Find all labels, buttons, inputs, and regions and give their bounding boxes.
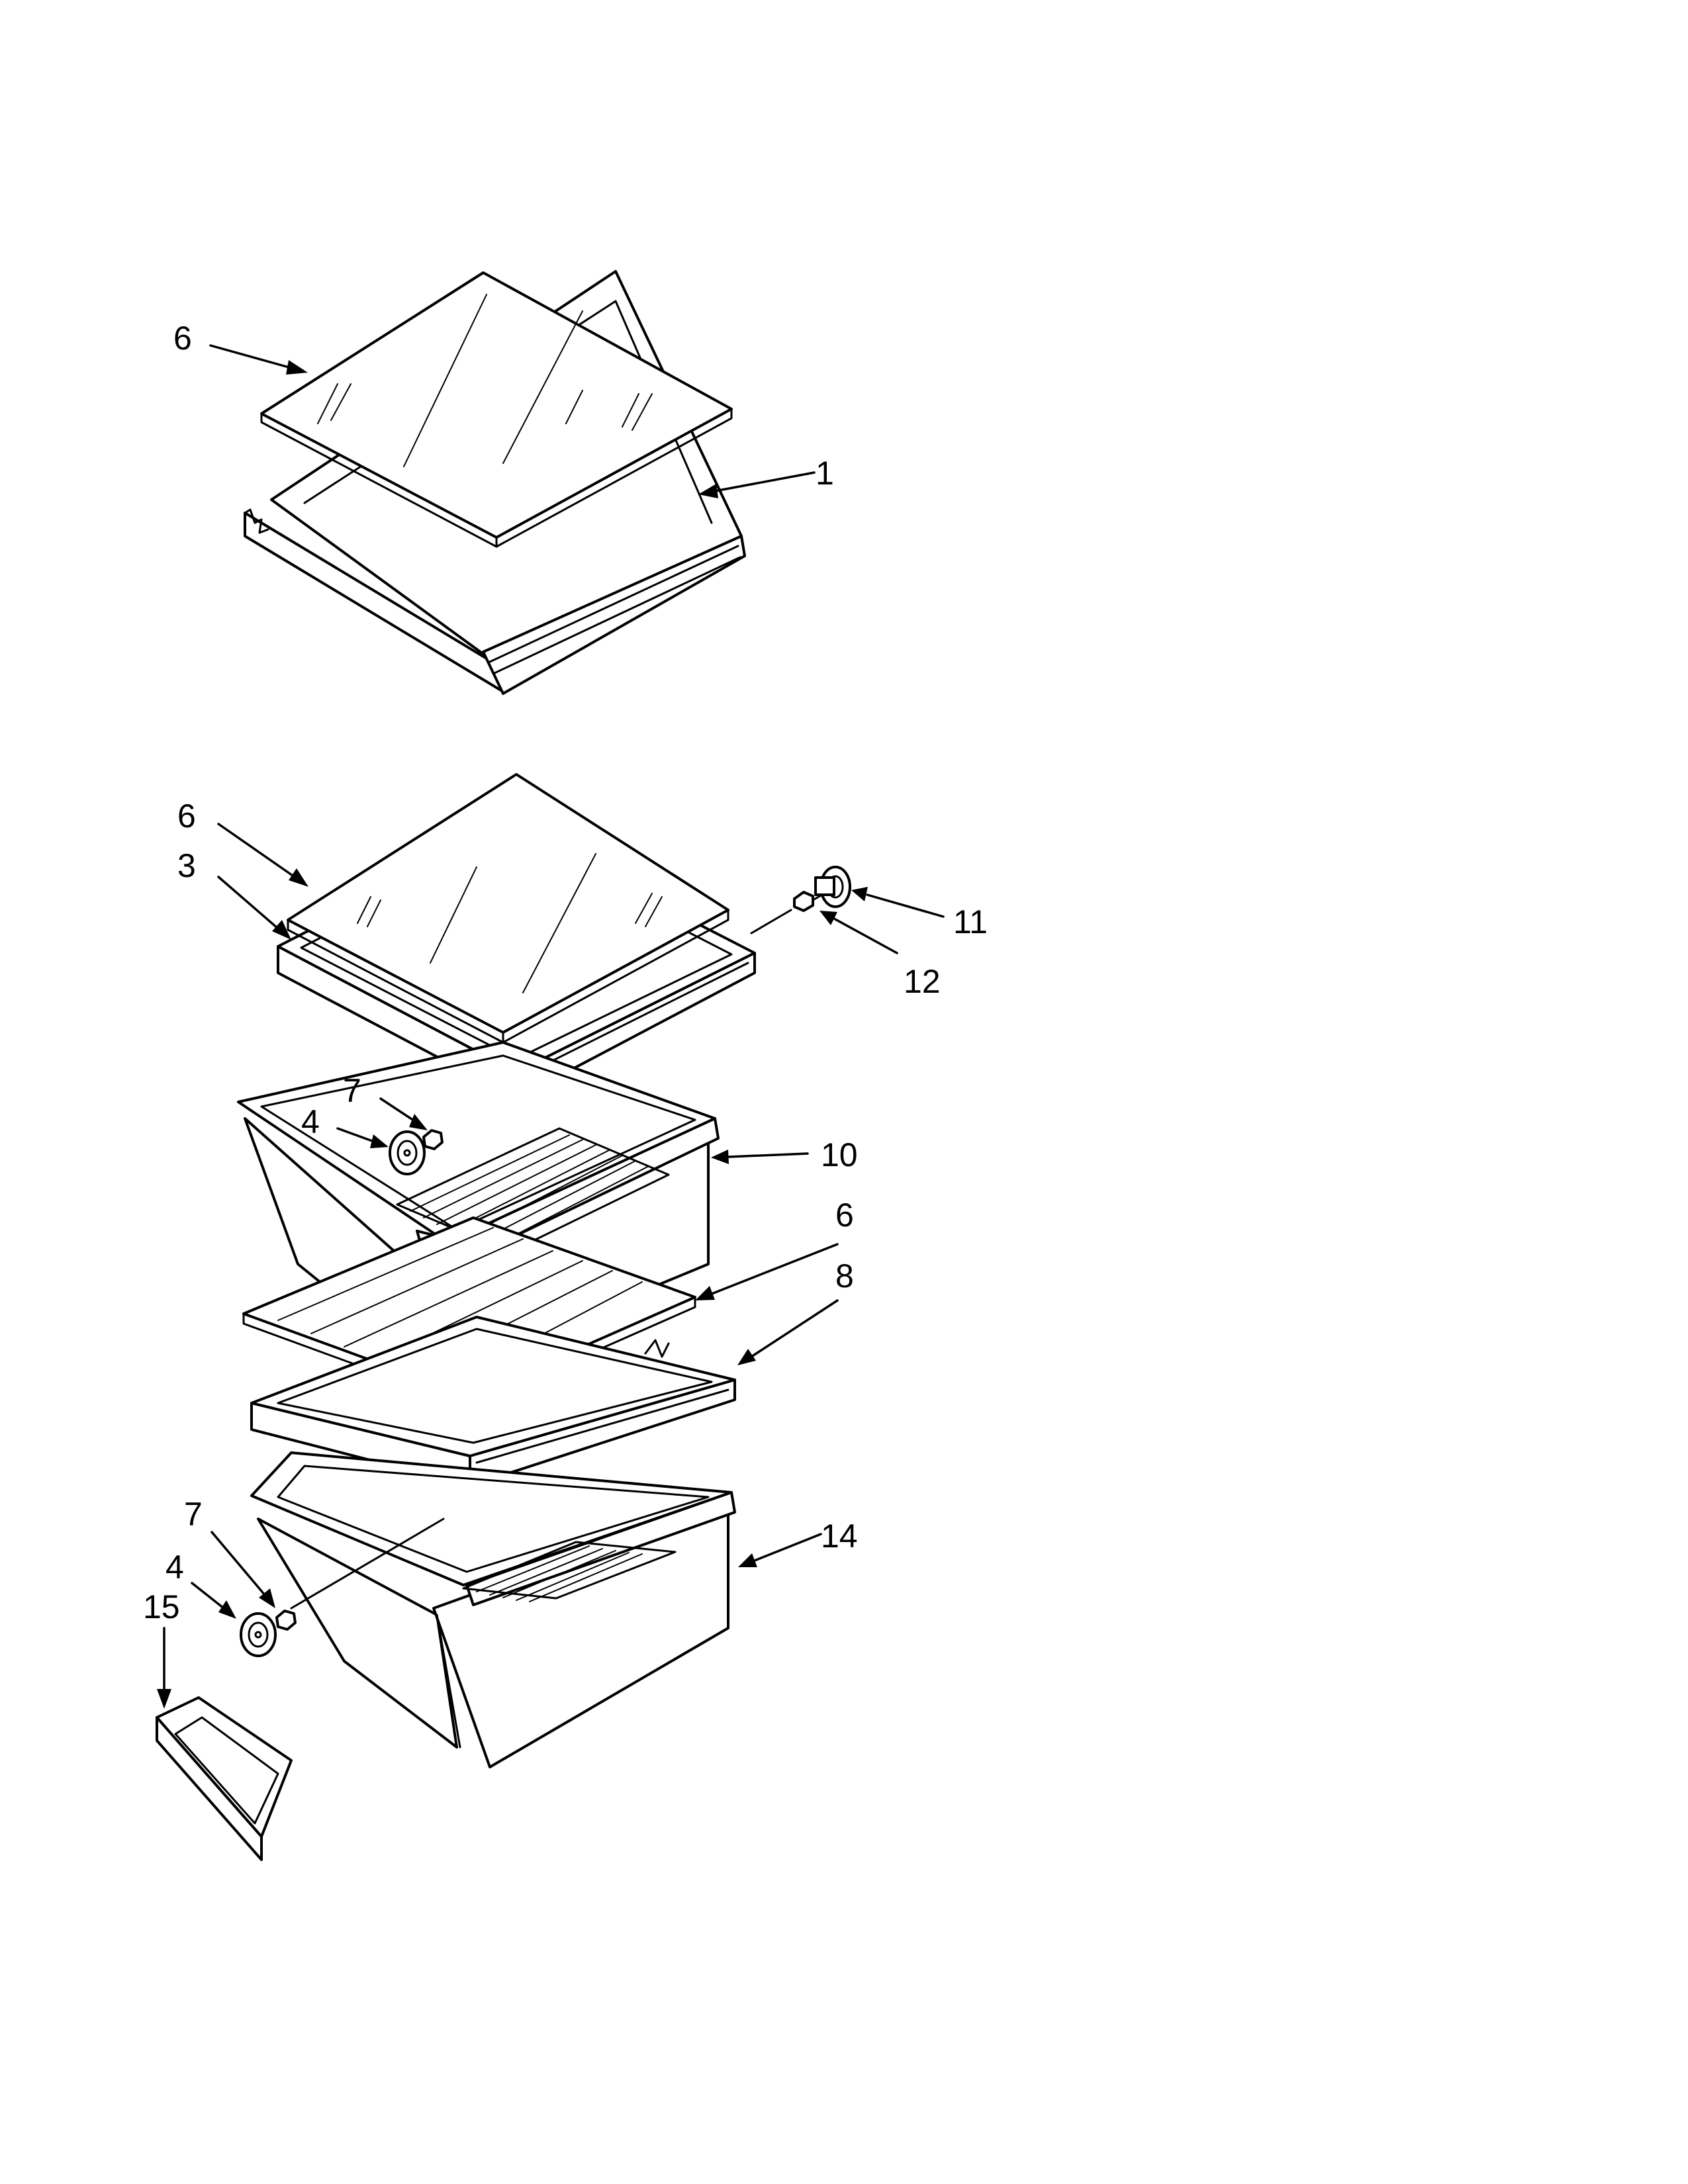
callout-10: 10	[821, 1136, 858, 1173]
callout-8: 8	[835, 1257, 854, 1295]
leader-7a	[379, 1097, 428, 1130]
bolt-upper-part-7	[422, 1129, 444, 1150]
callout-14: 14	[821, 1518, 858, 1555]
leader-10	[711, 1150, 809, 1164]
leader-12	[820, 911, 898, 954]
callout-4-lower: 4	[165, 1549, 184, 1586]
callout-15: 15	[143, 1588, 180, 1625]
callout-6-middle: 6	[177, 797, 196, 835]
guide-line-lower	[290, 1518, 445, 1610]
callout-6-top: 6	[173, 320, 192, 357]
guide-line	[750, 909, 792, 934]
leader-6a	[209, 344, 308, 375]
callout-11: 11	[953, 903, 988, 940]
roller-wheel-part-11	[814, 866, 851, 908]
leader-6b	[217, 823, 308, 887]
leader-1	[698, 471, 816, 498]
leader-14	[738, 1533, 822, 1567]
callout-7-upper: 7	[343, 1072, 361, 1109]
leader-4a	[336, 1127, 389, 1148]
leader-7b	[211, 1531, 275, 1608]
leader-3	[217, 876, 291, 940]
leader-4b	[191, 1582, 236, 1619]
wheel-lower-part-4	[240, 1612, 277, 1657]
glass-shelf-top-part-6	[260, 271, 733, 548]
leader-8	[737, 1299, 839, 1365]
callout-3: 3	[177, 847, 196, 884]
label-badge-part-15	[156, 1696, 293, 1861]
screw-part-12	[793, 891, 823, 912]
callout-7-lower: 7	[184, 1496, 203, 1533]
leader-15	[157, 1627, 171, 1709]
leader-11	[851, 887, 945, 918]
bolt-lower-part-7	[275, 1610, 297, 1631]
callout-12: 12	[904, 963, 941, 1000]
callout-6-lower: 6	[835, 1197, 854, 1234]
callout-1: 1	[816, 455, 834, 492]
callout-4-upper: 4	[301, 1103, 320, 1140]
crisper-drawer-lower-part-14	[250, 1451, 736, 1768]
wheel-upper-part-4	[389, 1130, 426, 1175]
leader-6c	[695, 1243, 839, 1300]
